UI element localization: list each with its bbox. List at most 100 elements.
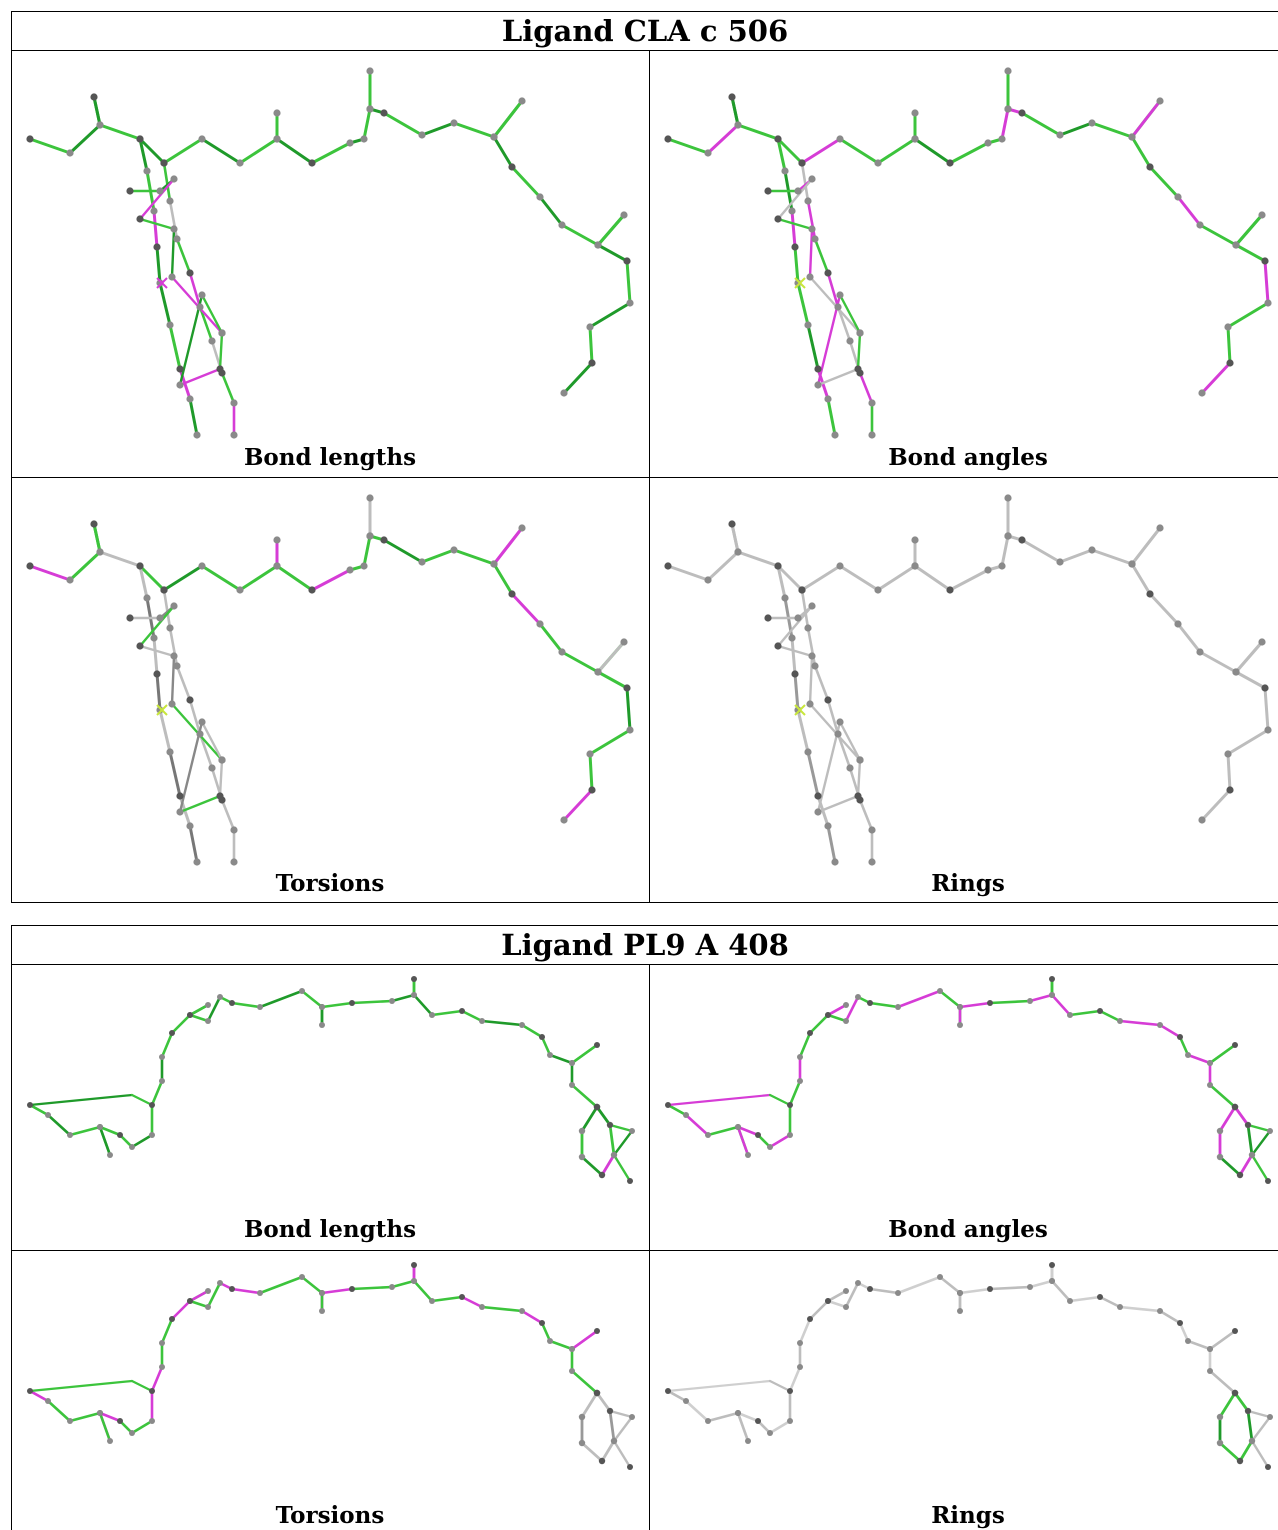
bond bbox=[1234, 670, 1267, 690]
atom bbox=[806, 700, 814, 708]
bond bbox=[152, 636, 159, 676]
bond bbox=[275, 564, 314, 592]
atom bbox=[490, 133, 498, 141]
bond bbox=[736, 1411, 760, 1423]
caption-bond-lengths-2: Bond lengths bbox=[243, 1216, 417, 1243]
atom bbox=[346, 139, 354, 147]
bond bbox=[1234, 213, 1264, 247]
atom bbox=[1156, 97, 1164, 105]
atom bbox=[834, 730, 842, 738]
bond bbox=[796, 281, 810, 327]
bond bbox=[138, 137, 166, 165]
atom bbox=[198, 718, 206, 726]
atom bbox=[216, 792, 224, 800]
bond bbox=[1178, 1035, 1190, 1057]
bond bbox=[730, 95, 740, 127]
atom bbox=[1128, 133, 1136, 141]
atom bbox=[868, 826, 876, 834]
atom bbox=[429, 1298, 435, 1304]
atom bbox=[173, 235, 181, 243]
caption-bond-angles-1: Bond angles bbox=[888, 444, 1048, 471]
bond bbox=[300, 1275, 324, 1295]
bond bbox=[736, 550, 780, 568]
atom bbox=[868, 431, 876, 439]
atom bbox=[627, 1464, 633, 1470]
atom bbox=[814, 365, 822, 373]
divider bbox=[12, 477, 1278, 478]
bond bbox=[275, 137, 314, 165]
atom bbox=[1226, 359, 1234, 367]
panel-bond-lengths-1 bbox=[26, 67, 634, 439]
atom bbox=[836, 291, 844, 299]
bond bbox=[776, 564, 787, 600]
atom bbox=[814, 381, 822, 389]
atom bbox=[479, 1018, 485, 1024]
atom bbox=[1249, 1152, 1255, 1158]
atom bbox=[170, 602, 178, 610]
atom bbox=[1207, 1346, 1213, 1352]
bond bbox=[838, 720, 862, 762]
atom bbox=[166, 321, 174, 329]
atom bbox=[150, 207, 158, 215]
atom bbox=[807, 1316, 813, 1322]
bond bbox=[816, 367, 860, 387]
bond bbox=[1186, 1339, 1212, 1351]
atom bbox=[156, 614, 164, 622]
atom bbox=[159, 1078, 165, 1084]
bond bbox=[92, 95, 102, 127]
atom bbox=[1216, 1439, 1224, 1447]
atom bbox=[831, 858, 839, 866]
atom bbox=[136, 642, 144, 650]
atom bbox=[153, 243, 161, 251]
bond bbox=[1158, 1023, 1182, 1039]
bond bbox=[736, 1411, 750, 1443]
atom bbox=[176, 808, 184, 816]
atom bbox=[67, 1418, 73, 1424]
atom bbox=[319, 1308, 325, 1314]
atom bbox=[1027, 998, 1033, 1004]
bond bbox=[1233, 1105, 1250, 1127]
atom bbox=[598, 1457, 606, 1465]
bond bbox=[666, 1103, 688, 1117]
atom bbox=[846, 337, 854, 345]
atom bbox=[208, 764, 216, 772]
bond bbox=[175, 237, 192, 275]
atom bbox=[490, 560, 498, 568]
bond bbox=[958, 1001, 992, 1009]
atom bbox=[1232, 1042, 1238, 1048]
atom bbox=[774, 562, 782, 570]
atom bbox=[767, 1144, 773, 1150]
atom bbox=[198, 291, 206, 299]
bond bbox=[492, 562, 514, 596]
atom bbox=[97, 1124, 103, 1130]
atom bbox=[808, 602, 816, 610]
bond bbox=[1208, 1369, 1237, 1395]
atom bbox=[569, 1082, 575, 1088]
atom bbox=[205, 1018, 211, 1024]
bond bbox=[706, 550, 740, 582]
atom bbox=[704, 149, 712, 157]
bond bbox=[1246, 1123, 1254, 1157]
bond bbox=[788, 1079, 802, 1107]
bond bbox=[130, 1379, 154, 1393]
atom bbox=[1185, 1052, 1191, 1058]
atom bbox=[797, 1364, 803, 1370]
bond bbox=[170, 654, 176, 706]
atom bbox=[217, 1280, 223, 1286]
bond bbox=[1238, 1153, 1254, 1177]
atom bbox=[1267, 1128, 1273, 1134]
molecule bbox=[664, 67, 1272, 439]
atom bbox=[230, 858, 238, 866]
bond bbox=[596, 213, 626, 247]
bond bbox=[218, 331, 224, 371]
bond bbox=[1068, 1009, 1102, 1017]
bond bbox=[138, 564, 166, 592]
bond bbox=[452, 548, 496, 566]
atom bbox=[186, 696, 194, 704]
bond bbox=[258, 989, 304, 1009]
atom bbox=[1265, 1464, 1271, 1470]
atom bbox=[854, 792, 862, 800]
bond bbox=[1176, 195, 1202, 227]
bond bbox=[588, 752, 594, 792]
atom bbox=[705, 1132, 711, 1138]
